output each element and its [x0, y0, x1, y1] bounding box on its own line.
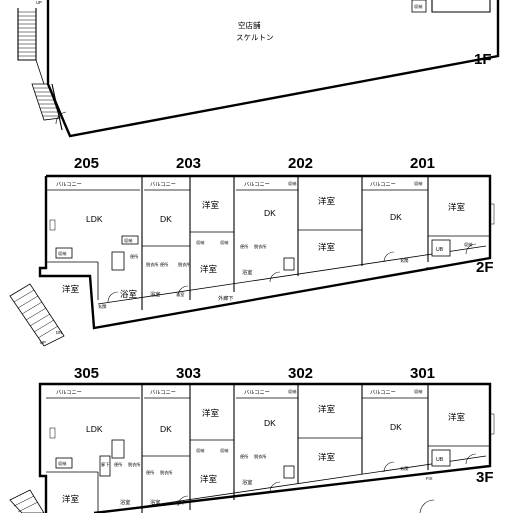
unit-305-ldk-label: LDK [86, 424, 103, 434]
unit-203-toilet-2-label: 便所 [160, 261, 168, 268]
unit-201-western-room-label: 洋室 [448, 202, 466, 212]
unit-number-203: 203 [176, 155, 201, 172]
unit-205-ldk-label: LDK [86, 214, 103, 224]
unit-202-toilet-label: 便所 [240, 243, 248, 250]
unit-number-301: 301 [410, 365, 435, 382]
floor-1-stair-up-label: UP [36, 0, 42, 5]
unit-203-dk-label: DK [160, 214, 172, 224]
unit-201-balcony-label: バルコニー [370, 181, 396, 188]
unit-number-302: 302 [288, 365, 313, 382]
unit-302-balcony-label: バルコニー [244, 389, 270, 396]
unit-305-balcony-label: バルコニー [56, 389, 82, 396]
floor-1-label: 1F [474, 51, 492, 68]
floor-1-storage-label: 収納 [414, 3, 422, 10]
unit-202-bath-label: 浴室 [242, 268, 252, 276]
unit-305-toilet-label: 便所 [114, 461, 122, 468]
unit-203-storage-label: 収納 [124, 237, 132, 244]
floor-2-corridor-label: 外廊下 [218, 294, 234, 302]
unit-301-dk-label: DK [390, 422, 402, 432]
unit-303-western-room-2-label: 洋室 [200, 474, 218, 484]
unit-303-bath-label: 浴室 [150, 498, 160, 506]
floor-2-stair: DN UP [9, 283, 65, 347]
unit-303-storage-label: 収納 [196, 447, 204, 454]
unit-303-toilet-2-label: 便所 [176, 499, 184, 506]
floor-2-plan: 205 203 202 201 バルコニー バルコニー バルコニー バルコニー … [9, 155, 495, 347]
unit-202-storage-label-2: 収納 [220, 239, 228, 246]
unit-301-fix-label: FIX [426, 476, 433, 481]
unit-203-washroom-label: 脱衣所 [146, 261, 159, 268]
unit-205-storage-label: 収納 [58, 250, 66, 257]
unit-202-washroom-label: 脱衣所 [254, 243, 267, 250]
unit-201-storage-label: 収納 [414, 180, 422, 187]
unit-302-toilet-label: 便所 [240, 453, 248, 460]
unit-201-dk-label: DK [390, 212, 402, 222]
unit-301-ub-label: UB [436, 457, 444, 463]
unit-205-western-room-label: 洋室 [62, 284, 80, 294]
floor-2-label: 2F [476, 259, 494, 276]
floor-1-shop-label: 空店舗 [238, 20, 261, 30]
unit-303-washroom-label: 脱衣所 [160, 469, 173, 476]
unit-302-western-room-label: 洋室 [318, 404, 336, 414]
unit-203-washroom-2-label: 脱衣所 [178, 261, 191, 268]
floor-2-stair-dn-label: DN [56, 330, 62, 335]
unit-202-western-room-label: 洋室 [318, 196, 336, 206]
unit-number-305: 305 [74, 365, 99, 382]
unit-302-storage-label: 収納 [288, 388, 296, 395]
floor-2-stair-up-label: UP [40, 340, 46, 345]
unit-201-storage-label-2: 収納 [464, 241, 472, 248]
unit-301-western-room-label: 洋室 [448, 412, 466, 422]
unit-205-balcony-label: バルコニー [56, 181, 82, 188]
unit-203-toilet-label: 便所 [130, 253, 138, 260]
unit-202-balcony-label: バルコニー [244, 181, 270, 188]
unit-303-balcony-label: バルコニー [150, 389, 176, 396]
unit-203-bath-2-label: 浴室 [176, 291, 184, 298]
floor-1-plan: UP 収納 空店舗 スケルトン 1F [17, 0, 500, 138]
unit-305-hallway-label: 廊下 [101, 461, 109, 468]
unit-303-western-room-label: 洋室 [202, 408, 220, 418]
unit-number-303: 303 [176, 365, 201, 382]
floor-1-shop-sublabel: スケルトン [236, 33, 274, 42]
unit-303-toilet-label: 便所 [146, 469, 154, 476]
unit-203-western-room-2-label: 洋室 [200, 264, 218, 274]
unit-305-storage-label: 収納 [58, 460, 66, 467]
unit-302-washroom-label: 脱衣所 [254, 453, 267, 460]
floor-3-label: 3F [476, 469, 494, 486]
unit-202-dk-label: DK [264, 208, 276, 218]
unit-202-storage-label: 収納 [288, 180, 296, 187]
unit-302-western-room-2-label: 洋室 [318, 452, 336, 462]
floor-1-stair: UP [17, 0, 61, 121]
floor-3-plan: 305 303 302 301 バルコニー バルコニー バルコニー バルコニー … [9, 365, 495, 513]
unit-203-bath-label: 浴室 [150, 290, 160, 298]
unit-302-bath-label: 浴室 [242, 478, 252, 486]
unit-301-storage-label: 収納 [414, 388, 422, 395]
unit-302-dk-label: DK [264, 418, 276, 428]
unit-number-202: 202 [288, 155, 313, 172]
unit-201-fix-label: FIX [426, 266, 433, 271]
unit-203-western-room-label: 洋室 [202, 200, 220, 210]
unit-303-dk-label: DK [160, 424, 172, 434]
floor-3-stair [9, 489, 45, 513]
unit-201-entrance-label: 玄関 [400, 257, 408, 264]
unit-203-balcony-label: バルコニー [150, 181, 176, 188]
unit-305-western-room-label: 洋室 [62, 494, 80, 504]
unit-205-entrance-label: 玄関 [98, 303, 106, 310]
unit-201-ub-label: UB [436, 247, 444, 253]
unit-number-201: 201 [410, 155, 435, 172]
unit-number-205: 205 [74, 155, 99, 172]
unit-202-western-room-2-label: 洋室 [318, 242, 336, 252]
unit-305-bath-label: 浴室 [120, 498, 130, 506]
unit-305-washroom-label: 脱衣所 [128, 461, 141, 468]
unit-205-bath-label: 浴室 [120, 289, 138, 299]
unit-301-entrance-label: 玄関 [400, 465, 408, 472]
unit-302-storage-label-2: 収納 [220, 447, 228, 454]
unit-301-balcony-label: バルコニー [370, 389, 396, 396]
unit-203-storage-2-label: 収納 [196, 239, 204, 246]
